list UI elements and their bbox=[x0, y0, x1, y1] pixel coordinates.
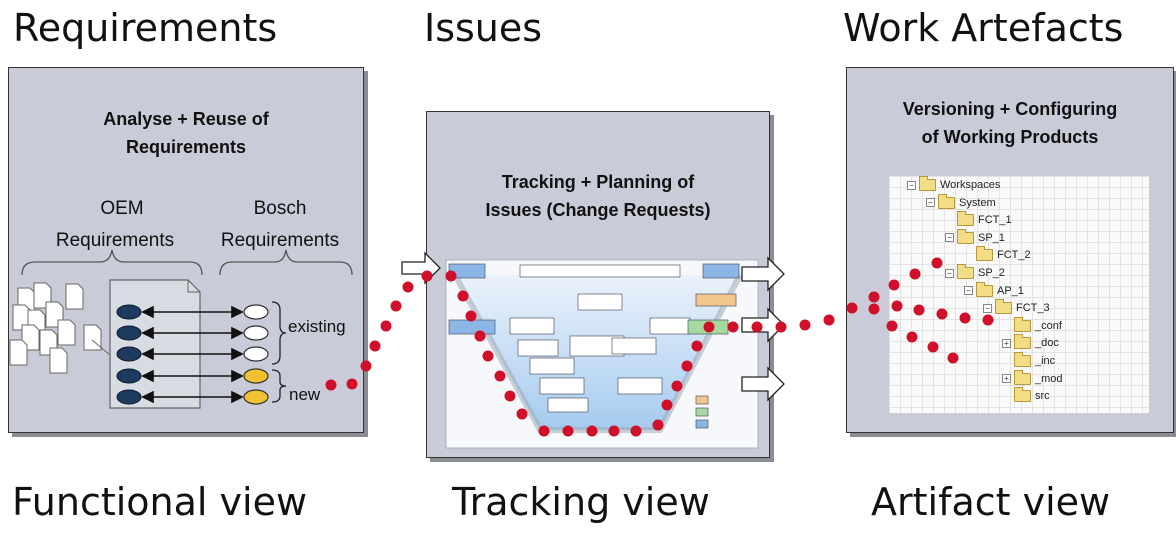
existing-brace bbox=[271, 301, 287, 365]
folder-icon bbox=[1014, 352, 1031, 367]
tree-node-label: FCT_3 bbox=[1016, 302, 1050, 315]
heading-issues: Issues bbox=[424, 6, 543, 50]
tree-node-label: System bbox=[959, 196, 996, 209]
folder-icon bbox=[1014, 316, 1031, 332]
footer-functional-view: Functional view bbox=[12, 480, 308, 524]
expand-icon[interactable]: + bbox=[1002, 338, 1011, 348]
collapse-icon[interactable]: − bbox=[964, 286, 973, 296]
new-label: new bbox=[289, 385, 321, 404]
oem-ovals bbox=[116, 304, 142, 405]
heading-work-artefacts: Work Artefacts bbox=[843, 6, 1124, 50]
folder-icon bbox=[995, 299, 1012, 315]
bosch-ovals bbox=[243, 304, 269, 405]
tree-node[interactable]: FCT_2 bbox=[976, 246, 1031, 262]
folder-icon bbox=[1014, 387, 1031, 403]
collapse-icon[interactable]: − bbox=[926, 198, 935, 208]
tree-node-label: FCT_2 bbox=[997, 249, 1031, 262]
folder-icon bbox=[1014, 369, 1031, 385]
big-document bbox=[109, 279, 201, 409]
tree-node-label: SP_1 bbox=[978, 231, 1005, 244]
folder-icon bbox=[1014, 334, 1031, 350]
panel-middle-title-2: Issues (Change Requests) bbox=[485, 200, 711, 220]
tree-node-label: _doc bbox=[1035, 337, 1059, 350]
folder-icon bbox=[976, 281, 993, 297]
tree-node[interactable]: FCT_1 bbox=[957, 211, 1012, 227]
tree-node[interactable]: − FCT_3 bbox=[983, 299, 1050, 315]
tree-node[interactable]: + _mod bbox=[1002, 369, 1063, 385]
panel-right-title-2: of Working Products bbox=[921, 127, 1099, 147]
bosch-brace bbox=[219, 249, 353, 276]
tree-node-label: Workspaces bbox=[940, 179, 1001, 191]
panel-left-title-1: Analyse + Reuse of bbox=[103, 109, 269, 129]
tree-node-label: _inc bbox=[1035, 355, 1056, 367]
expand-icon[interactable]: + bbox=[1002, 374, 1011, 384]
folder-icon bbox=[976, 246, 993, 262]
collapse-icon[interactable]: − bbox=[907, 180, 916, 190]
tree-node[interactable]: + _doc bbox=[1002, 334, 1059, 350]
folder-icon bbox=[938, 193, 955, 209]
folder-icon bbox=[957, 264, 974, 279]
folder-icon bbox=[919, 176, 936, 191]
trace-dots bbox=[325, 257, 994, 437]
flow-arrows bbox=[401, 251, 785, 402]
panel-right-title-1: Versioning + Configuring bbox=[902, 99, 1118, 119]
bosch-label-2: Requirements bbox=[220, 230, 340, 251]
tree-node-label: _mod bbox=[1035, 372, 1063, 385]
tree-node-label: src bbox=[1035, 390, 1050, 403]
oem-label-2: Requirements bbox=[55, 230, 175, 251]
collapse-icon[interactable]: − bbox=[983, 303, 992, 313]
oem-label-1: OEM bbox=[100, 198, 144, 219]
existing-label: existing bbox=[288, 317, 346, 336]
trace-arrows bbox=[141, 305, 244, 404]
folder-icon bbox=[957, 211, 974, 227]
panel-middle-title-1: Tracking + Planning of bbox=[501, 172, 695, 192]
collapse-icon[interactable]: − bbox=[945, 268, 954, 278]
tree-node[interactable]: _conf bbox=[1014, 316, 1062, 332]
tree-node[interactable]: − System bbox=[926, 193, 996, 209]
new-brace bbox=[271, 369, 287, 403]
v-model-boxes bbox=[509, 264, 691, 413]
tree-node[interactable]: _inc bbox=[1014, 352, 1056, 367]
tree-node[interactable]: src bbox=[1014, 387, 1050, 403]
document-icons bbox=[9, 282, 102, 374]
tree-node-label: _conf bbox=[1035, 319, 1062, 332]
tree-node-label: FCT_1 bbox=[978, 214, 1012, 227]
tree-node[interactable]: − SP_1 bbox=[945, 228, 1005, 244]
tree-node[interactable]: − AP_1 bbox=[964, 281, 1024, 297]
footer-artifact-view: Artifact view bbox=[871, 480, 1111, 524]
footer-tracking-view: Tracking view bbox=[452, 480, 710, 524]
tree-node-label: AP_1 bbox=[997, 284, 1024, 297]
tree-node[interactable]: − SP_2 bbox=[945, 264, 1005, 279]
oem-brace bbox=[21, 249, 203, 276]
tree-node-label: SP_2 bbox=[978, 267, 1005, 279]
panel-left-title-2: Requirements bbox=[125, 137, 247, 157]
heading-requirements: Requirements bbox=[13, 6, 278, 50]
bosch-label-1: Bosch bbox=[253, 198, 307, 219]
folder-icon bbox=[957, 228, 974, 244]
collapse-icon[interactable]: − bbox=[945, 233, 954, 243]
tree-node[interactable]: − Workspaces bbox=[907, 176, 1001, 191]
